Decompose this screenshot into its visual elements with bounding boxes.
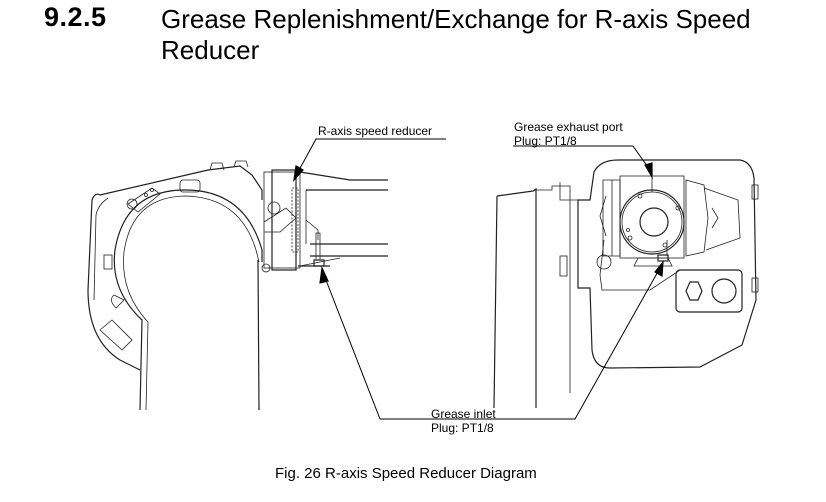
figure-caption: Fig. 26 R-axis Speed Reducer Diagram: [275, 465, 537, 482]
exhaust-plug-label: Plug: PT1/8: [514, 134, 577, 148]
callout-grease-inlet: [319, 260, 664, 420]
section-title: Grease Replenishment/Exchange for R-axis…: [161, 4, 751, 65]
left-side-view: [87, 160, 388, 411]
grease-inlet-label: Grease inlet: [431, 407, 496, 421]
r-axis-reducer-label: R-axis speed reducer: [318, 124, 433, 138]
right-rear-view: [493, 159, 759, 409]
callout-r-axis-reducer: [293, 138, 446, 182]
inlet-plug-label: Plug: PT1/8: [431, 421, 494, 435]
exhaust-port-label: Grease exhaust port: [514, 120, 623, 134]
section-number: 9.2.5: [44, 2, 107, 32]
callout-exhaust-port: [513, 145, 653, 180]
